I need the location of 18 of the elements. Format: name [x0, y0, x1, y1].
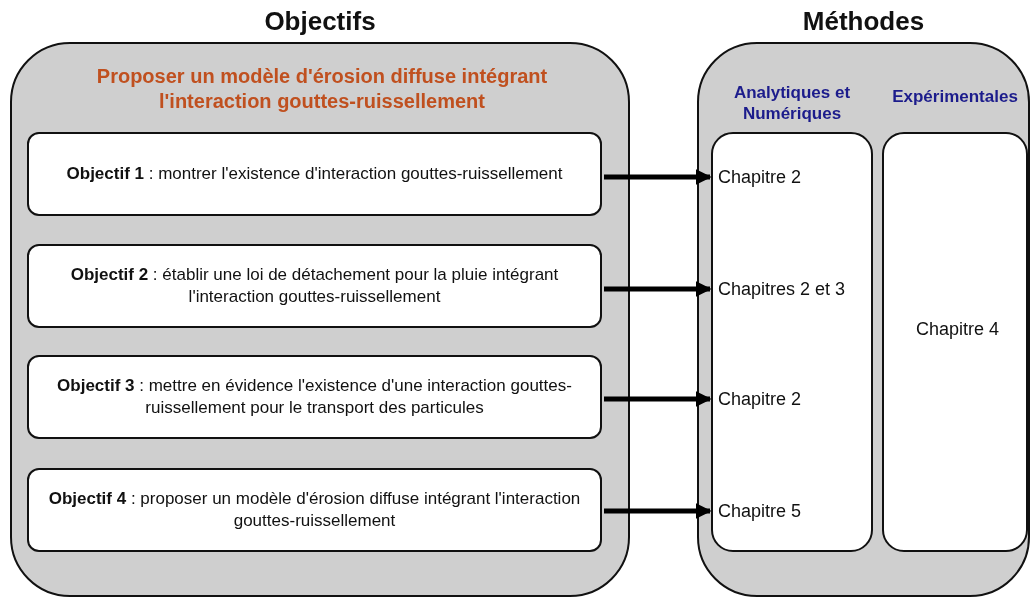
section-heading: Méthodes [801, 5, 926, 38]
chapter-text: Chapitre 2 [713, 384, 871, 414]
panel-title: Proposer un modèle d'érosion diffuse intégrant l'interaction gouttes-ruissellement [95, 64, 549, 114]
arrow [604, 169, 712, 185]
chapter-text: Chapitre 4 [884, 314, 1026, 344]
section-heading: Objectifs [263, 5, 377, 38]
column-heading: Expérimentales [891, 86, 1019, 107]
chapter-text: Chapitre 2 [713, 162, 871, 192]
objective-box: Objectif 2 : établir une loi de détachement pour la pluie intégrant l'interaction gouttes-ruissellement [27, 244, 602, 328]
arrow [604, 503, 712, 519]
objective-box: Objectif 1 : montrer l'existence d'interaction gouttes-ruissellement [27, 132, 602, 216]
column-heading: Analytiques et Numériques [732, 82, 852, 124]
arrow [604, 391, 712, 407]
objective-box: Objectif 3 : mettre en évidence l'existence d'une interaction gouttes-ruissellement pour le transport des particules [27, 355, 602, 439]
chapter-text: Chapitre 5 [713, 496, 871, 526]
chapter-text: Chapitres 2 et 3 [713, 274, 871, 304]
objective-box: Objectif 4 : proposer un modèle d'érosion diffuse intégrant l'interaction gouttes-ruissellement [27, 468, 602, 552]
arrow [604, 281, 712, 297]
